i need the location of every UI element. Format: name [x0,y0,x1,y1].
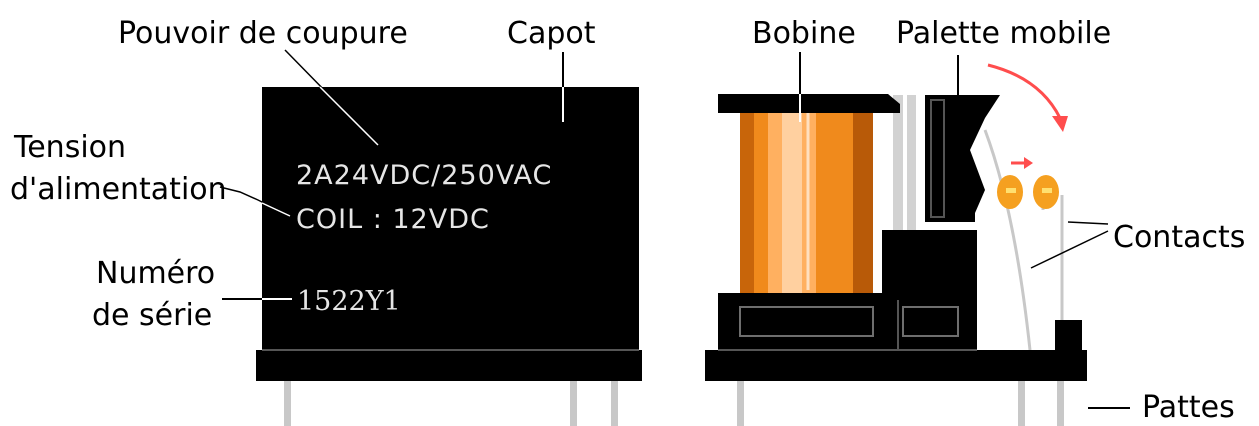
label-cover: Capot [507,16,596,51]
label-pins: Pattes [1142,390,1235,425]
coil-top-flange [718,94,900,113]
open-relay [705,63,1087,426]
label-supply-voltage-2: d'alimentation [10,172,227,207]
relay-base [256,350,642,381]
right-pin-3 [1057,380,1064,426]
left-pin-3 [611,380,618,426]
right-pin-1 [737,380,744,426]
relay-base-open [705,350,1087,381]
contact-spring-1 [983,129,1032,351]
print-serial: 1522Y1 [297,286,401,317]
left-pin-1 [284,380,291,426]
right-pin-2 [1018,380,1025,426]
relay-cover [262,87,639,350]
label-breaking-capacity: Pouvoir de coupure [118,16,408,51]
left-pin-2 [570,380,577,426]
coil-bobbin-base [718,293,901,350]
label-contacts: Contacts [1113,220,1245,255]
label-serial-1: Numéro [96,256,215,291]
leader-breaking-capacity-inner [319,86,379,146]
frame-block [882,230,977,350]
print-coil: COIL : 12VDC [296,204,490,235]
armature-motion-arrow [987,63,1062,119]
print-rating: 2A24VDC/250VAC [296,160,552,191]
label-coil: Bobine [752,16,856,51]
label-moving-armature: Palette mobile [896,16,1111,51]
label-supply-voltage-1: Tension [13,130,126,165]
leader-contacts-1 [1030,230,1109,269]
fixed-contact-post [1055,320,1082,352]
label-serial-2: de série [92,298,212,333]
leader-contacts-2 [1067,221,1109,225]
closed-relay: 2A24VDC/250VAC COIL : 12VDC 1522Y1 [256,87,642,426]
